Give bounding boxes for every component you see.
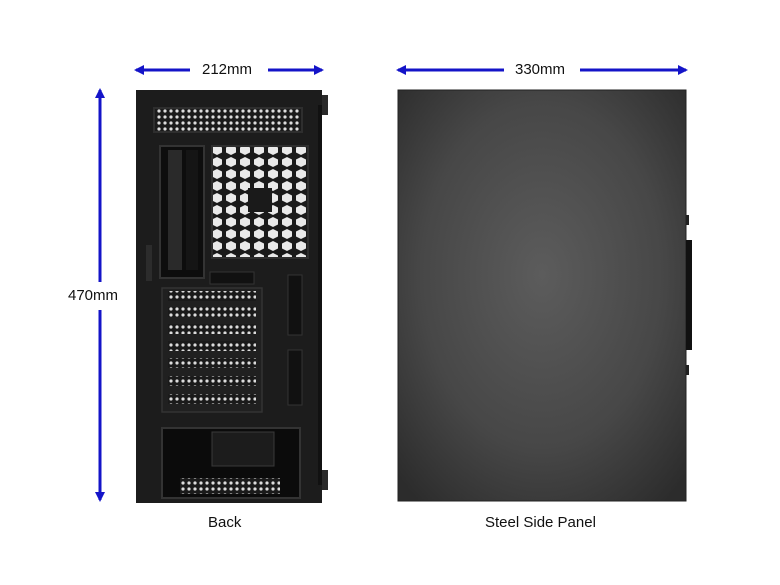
dimension-label-back-width: 212mm: [196, 61, 259, 79]
steel-side-panel: [397, 89, 692, 502]
dimension-label-side-width: 330mm: [509, 61, 572, 79]
case-back-view: [136, 90, 328, 503]
dimension-label-height: 470mm: [68, 287, 119, 305]
expansion-slots: [168, 291, 256, 404]
caption-side-panel: Steel Side Panel: [485, 514, 596, 531]
caption-back: Back: [208, 514, 242, 531]
